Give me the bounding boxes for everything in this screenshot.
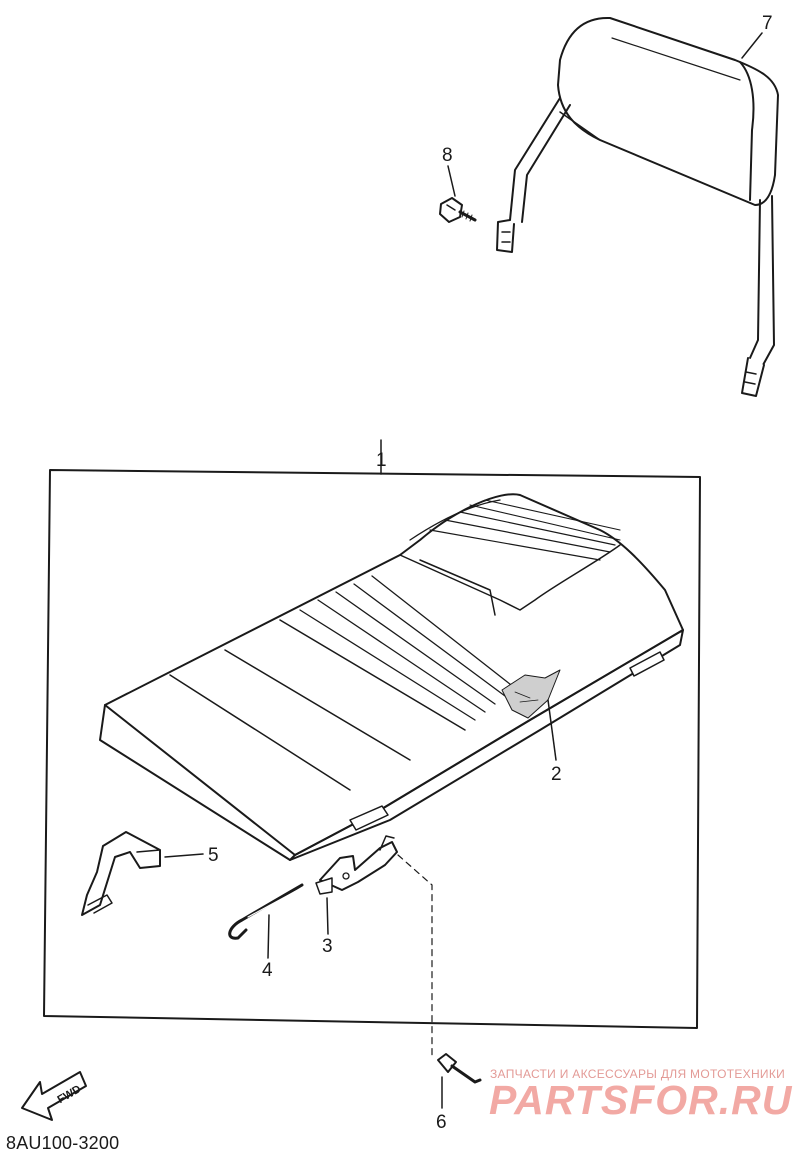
- callout-3: 3: [322, 936, 333, 957]
- callout-2: 2: [551, 764, 562, 785]
- rivet-part: [437, 1053, 482, 1084]
- callout-8: 8: [442, 145, 453, 166]
- bracket-part: [81, 831, 161, 916]
- rod-part: [228, 883, 304, 940]
- callout-7: 7: [762, 13, 773, 34]
- watermark-brand: PARTSFOR.RU: [489, 1077, 793, 1123]
- backrest-part: [496, 16, 779, 397]
- assembly-frame: [43, 439, 701, 1029]
- watermark-tagline: ЗАПЧАСТИ И АКСЕССУАРЫ ДЛЯ МОТОТЕХНИКИ: [490, 1067, 786, 1081]
- callout-6: 6: [436, 1112, 447, 1133]
- callout-4: 4: [262, 960, 273, 981]
- bolt-part: [439, 197, 477, 223]
- seat-part: [99, 493, 684, 861]
- diagram-code: 8AU100-3200: [6, 1133, 120, 1153]
- callout-1: 1: [376, 450, 387, 471]
- fwd-arrow: [21, 1071, 87, 1121]
- hinge-part: [315, 835, 398, 895]
- callout-5: 5: [208, 845, 219, 866]
